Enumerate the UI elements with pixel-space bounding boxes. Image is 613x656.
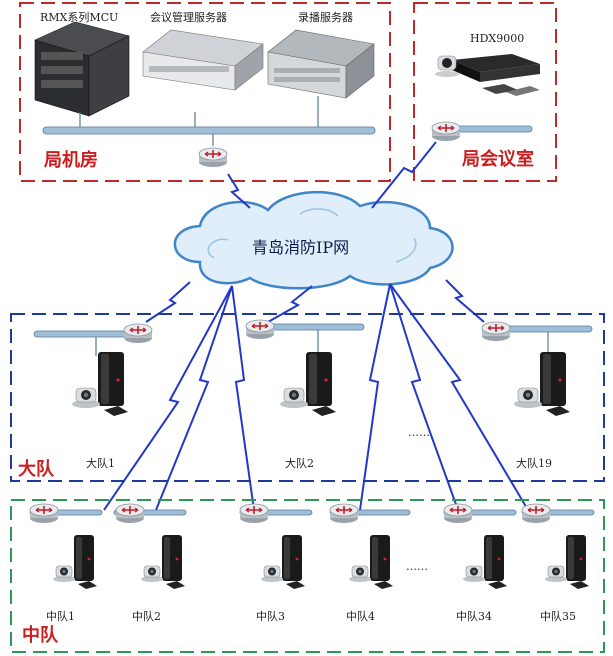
zhongdui4-terminal-icon — [348, 534, 394, 590]
dadui19-terminal-icon — [513, 351, 571, 417]
wan-links — [103, 141, 529, 511]
dadui1-router-icon — [123, 323, 153, 344]
network-label: 青岛消防IP网 — [252, 238, 349, 257]
recording-server-icon — [267, 29, 375, 99]
conference-management-server-icon — [142, 29, 264, 91]
link-cloud-to-zhongdui4 — [359, 283, 391, 511]
dadui2-label: 大队2 — [285, 456, 314, 470]
link-cloud-to-zhongdui35 — [389, 283, 529, 511]
juhuiyi-section-label: 局会议室 — [462, 148, 534, 170]
dadui-section-label: 大队 — [18, 458, 55, 480]
juji-section-label: 局机房 — [44, 149, 98, 171]
link-cloud-to-zhongdui1 — [103, 285, 233, 511]
link-cloud-to-zhongdui2 — [155, 285, 233, 511]
hdx-label: HDX9000 — [470, 32, 524, 45]
zhongdui35-label: 中队35 — [540, 609, 576, 623]
dadui1-terminal-icon — [71, 351, 129, 417]
zhongdui2-label: 中队2 — [132, 609, 161, 623]
zhongdui3-terminal-icon — [260, 534, 306, 590]
zhongdui34-label: 中队34 — [456, 609, 492, 623]
zhongdui34-terminal-icon — [462, 534, 508, 590]
juji-bus-bar — [42, 126, 376, 135]
dadui19-label: 大队19 — [516, 456, 552, 470]
dadui-section-box — [10, 313, 605, 482]
link-cloud-to-zhongdui34 — [389, 283, 459, 511]
zhongdui1-router-icon — [29, 503, 59, 524]
link-juhuiyi-to-cloud — [371, 141, 437, 209]
link-cloud-to-dadui1 — [145, 281, 191, 323]
server-label-management: 会议管理服务器 — [150, 10, 227, 24]
zhongdui4-label: 中队4 — [346, 609, 375, 623]
zhongdui-section-label: 中队 — [22, 624, 59, 646]
zhongdui1-terminal-icon — [52, 534, 98, 590]
mcu-server-icon — [34, 21, 130, 117]
link-cloud-to-dadui19 — [445, 279, 485, 323]
zhongdui35-terminal-icon — [544, 534, 590, 590]
dadui-ellipsis: …… — [408, 426, 430, 439]
server-label-mcu: RMX系列MCU — [40, 10, 118, 24]
zhongdui-section-box — [10, 499, 605, 653]
zhongdui2-terminal-icon — [140, 534, 186, 590]
juhuiyi-section-box — [413, 2, 557, 182]
dadui19-router-icon — [481, 321, 511, 342]
zhongdui35-router-icon — [521, 503, 551, 524]
link-cloud-to-zhongdui3 — [231, 285, 255, 511]
zhongdui-bus-bars — [29, 509, 595, 516]
zhongdui1-label: 中队1 — [46, 609, 75, 623]
ip-network-cloud — [173, 190, 454, 290]
juhuiyi-router-icon — [431, 121, 461, 142]
dadui1-label: 大队1 — [86, 456, 115, 470]
juji-router-icon — [198, 147, 228, 168]
dadui2-terminal-icon — [279, 351, 337, 417]
zhongdui3-label: 中队3 — [256, 609, 285, 623]
zhongdui-ellipsis: …… — [406, 560, 428, 573]
hdx9000-device-icon — [435, 54, 540, 96]
zhongdui3-router-icon — [239, 503, 269, 524]
link-juji-to-cloud — [227, 173, 251, 209]
server-label-recording: 录播服务器 — [298, 10, 353, 24]
dadui2-router-icon — [245, 319, 275, 340]
zhongdui34-router-icon — [443, 503, 473, 524]
zhongdui4-router-icon — [329, 503, 359, 524]
link-cloud-to-dadui2 — [267, 285, 313, 323]
zhongdui2-router-icon — [115, 503, 145, 524]
